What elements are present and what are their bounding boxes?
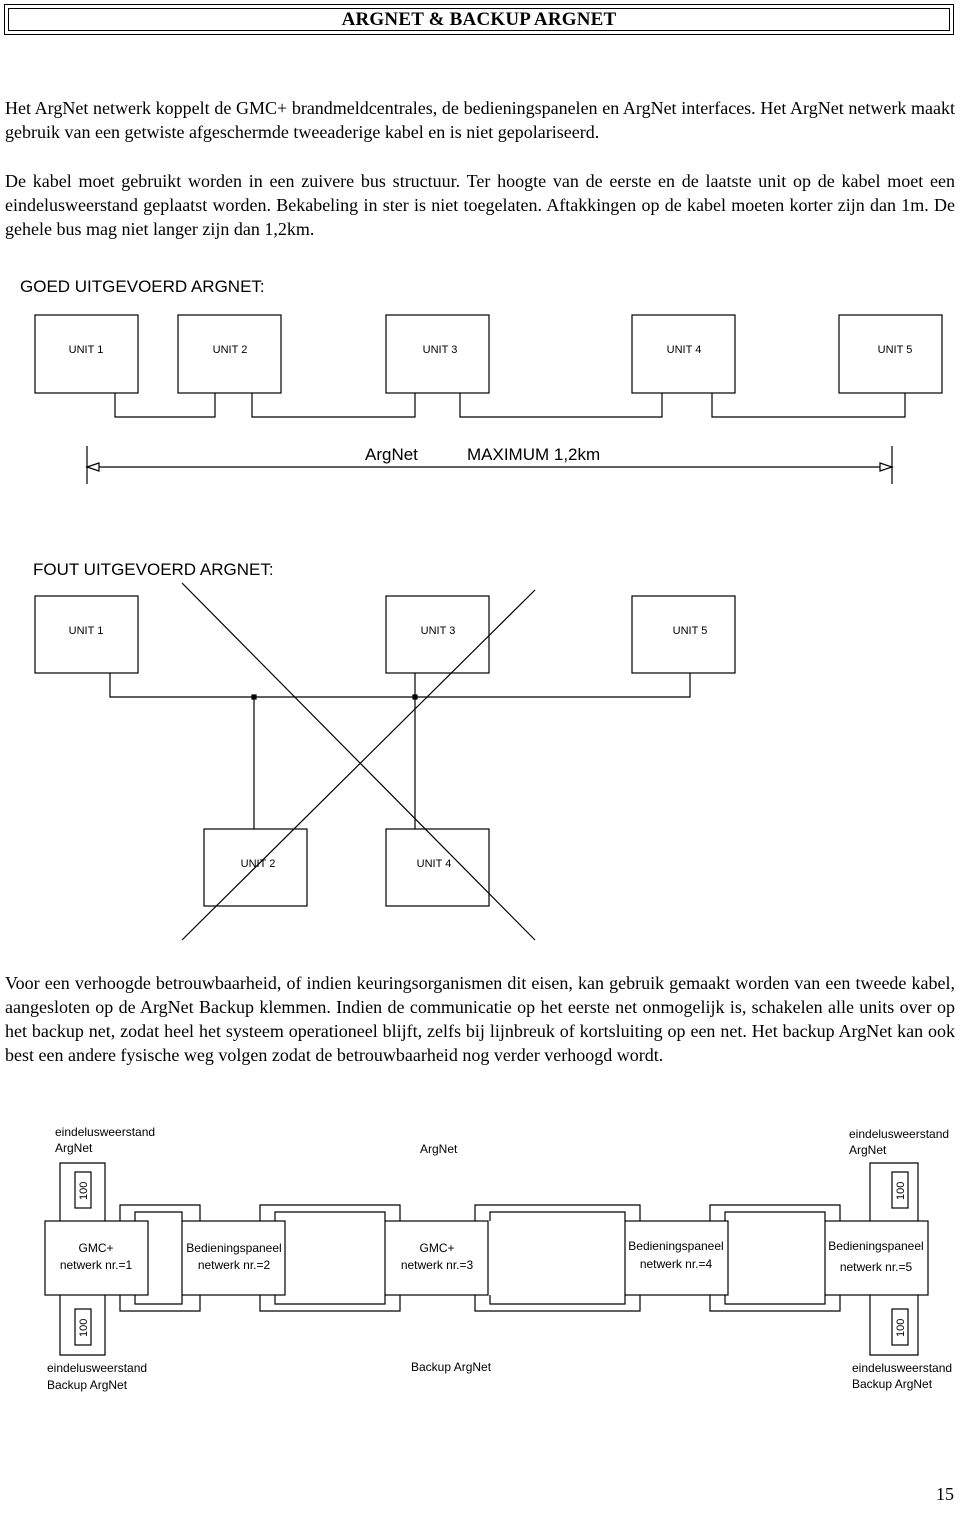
bad-unit-5-box: [631, 595, 736, 674]
page-title: ARGNET & BACKUP ARGNET: [341, 8, 617, 30]
backup-node-labels: GMC+ netwerk nr.=1 Bedieningspaneel netw…: [60, 1239, 924, 1274]
bad-unit-2-box: [203, 828, 308, 907]
good-dimension-line: [85, 446, 894, 484]
bottom-left-label-line2: Backup ArgNet: [47, 1378, 128, 1392]
good-unit-3-box: [385, 314, 490, 394]
bad-unit-3-box: [385, 595, 490, 674]
bottom-right-label-line2: Backup ArgNet: [852, 1377, 933, 1391]
intro-paragraph-1: Het ArgNet netwerk koppelt de GMC+ brand…: [5, 98, 955, 142]
good-unit-2-label: UNIT 2: [213, 344, 248, 356]
node-4-line1: Bedieningspaneel: [628, 1239, 723, 1253]
backup-bottom-resistor-labels: 100 100: [78, 1319, 907, 1337]
backup-top-resistors: [74, 1171, 909, 1209]
node-2-box: [181, 1220, 286, 1296]
good-unit-1-label: UNIT 1: [69, 344, 104, 356]
good-unit-labels: UNIT 1 UNIT 2 UNIT 3 UNIT 4 UNIT 5: [69, 344, 913, 356]
good-unit-4-box: [631, 314, 736, 394]
backup-top-labels: eindelusweerstand ArgNet ArgNet eindelus…: [55, 1125, 949, 1157]
node-1-line2: netwerk nr.=1: [60, 1258, 133, 1272]
backup-bottom-bus: [59, 1295, 919, 1356]
good-unit-5-label: UNIT 5: [878, 344, 913, 356]
node-3-line1: GMC+: [419, 1241, 454, 1255]
good-unit-3-label: UNIT 3: [423, 344, 458, 356]
node-2-line2: netwerk nr.=2: [198, 1258, 271, 1272]
good-max-label: MAXIMUM 1,2km: [467, 445, 600, 464]
top-right-resistor-value: 100: [895, 1182, 907, 1200]
good-unit-1-box: [34, 314, 139, 394]
backup-bottom-labels: eindelusweerstand Backup ArgNet Backup A…: [47, 1360, 952, 1392]
node-2-line1: Bedieningspaneel: [186, 1241, 281, 1255]
backup-top-resistor-labels: 100 100: [78, 1182, 907, 1200]
top-left-resistor-value: 100: [78, 1182, 90, 1200]
good-bus-wiring: [114, 393, 906, 418]
node-5-line2: netwerk nr.=5: [840, 1260, 913, 1274]
diagram-good-title: GOED UITGEVOERD ARGNET:: [20, 277, 265, 296]
bad-unit-4-box: [385, 828, 490, 907]
backup-top-bus: [59, 1162, 919, 1221]
top-right-label-line2: ArgNet: [849, 1143, 887, 1157]
node-4-box: [624, 1220, 729, 1296]
bottom-left-resistor-value: 100: [78, 1319, 90, 1337]
backup-bottom-resistors: [74, 1308, 909, 1346]
bad-unit-1-box: [34, 595, 139, 674]
diagram-bad-argnet: FOUT UITGEVOERD ARGNET: UNIT 1 UNIT 3 UN…: [33, 560, 736, 941]
top-left-resistor: [74, 1171, 92, 1209]
intro-paragraph-2: De kabel moet gebruikt worden in een zui…: [5, 171, 955, 239]
node-1-line1: GMC+: [78, 1241, 113, 1255]
bad-unit-4-label: UNIT 4: [417, 858, 452, 870]
bottom-center-label: Backup ArgNet: [411, 1360, 492, 1374]
node-4-line2: netwerk nr.=4: [640, 1257, 713, 1271]
bad-unit-1-label: UNIT 1: [69, 625, 104, 637]
node-5-box: [824, 1220, 929, 1296]
top-right-resistor: [891, 1171, 909, 1209]
top-left-label-line2: ArgNet: [55, 1141, 93, 1155]
node-1-box: [44, 1220, 149, 1296]
page-number: 15: [936, 1484, 954, 1504]
good-unit-5-box: [838, 314, 943, 394]
page-header-inner: ARGNET & BACKUP ARGNET: [8, 8, 950, 31]
bottom-right-resistor-value: 100: [895, 1319, 907, 1337]
bad-star-wiring: [109, 673, 691, 829]
top-right-label-line1: eindelusweerstand: [849, 1127, 949, 1141]
page-header-box: ARGNET & BACKUP ARGNET: [4, 4, 954, 35]
bottom-right-label-line1: eindelusweerstand: [852, 1361, 952, 1375]
top-center-label: ArgNet: [420, 1142, 458, 1156]
bottom-right-resistor: [891, 1308, 909, 1346]
good-bus-label: ArgNet: [365, 445, 418, 464]
backup-paragraph: Voor een verhoogde betrouwbaarheid, of i…: [5, 973, 955, 1065]
bad-unit-5-label: UNIT 5: [673, 625, 708, 637]
bottom-left-label-line1: eindelusweerstand: [47, 1361, 147, 1375]
good-unit-boxes: [34, 314, 943, 394]
diagram-good-argnet: GOED UITGEVOERD ARGNET: UNIT 1 UNIT 2 UN…: [20, 277, 943, 484]
backup-node-boxes: [44, 1220, 929, 1296]
node-3-line2: netwerk nr.=3: [401, 1258, 474, 1272]
top-left-label-line1: eindelusweerstand: [55, 1125, 155, 1139]
bad-unit-3-label: UNIT 3: [421, 625, 456, 637]
bad-cross-mark: [181, 582, 536, 941]
node-3-box: [384, 1220, 489, 1296]
bottom-left-resistor: [74, 1308, 92, 1346]
good-unit-2-box: [177, 314, 282, 394]
diagram-bad-title: FOUT UITGEVOERD ARGNET:: [33, 560, 274, 579]
good-unit-4-label: UNIT 4: [667, 344, 702, 356]
node-5-line1: Bedieningspaneel: [828, 1239, 923, 1253]
bad-unit-boxes: [34, 595, 736, 907]
